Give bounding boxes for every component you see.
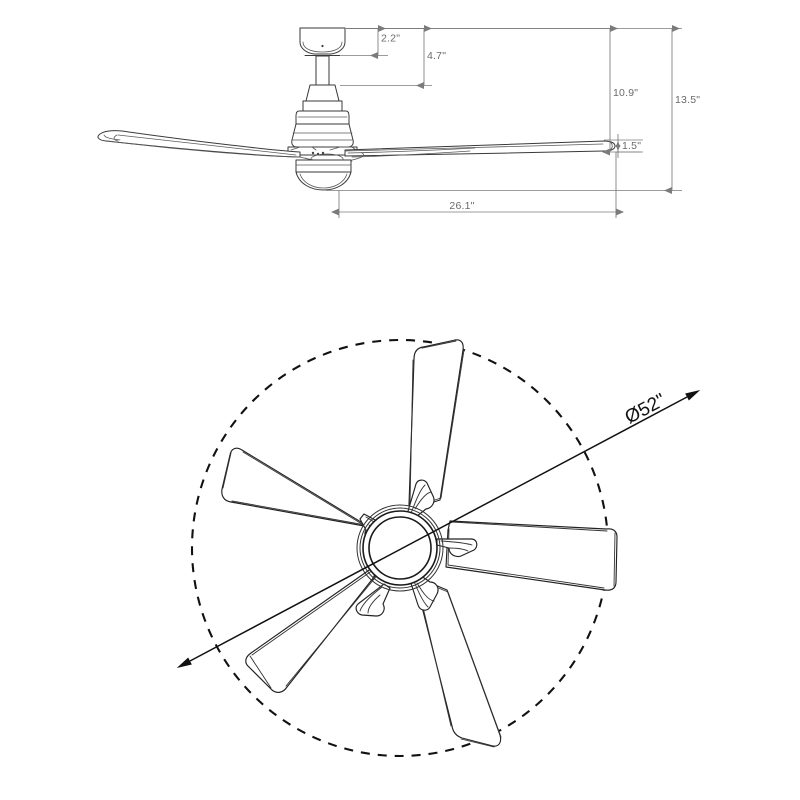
blade-brackets-side — [290, 146, 357, 151]
dim-label-13-5: 13.5" — [675, 94, 700, 106]
dim-blade-span: 26.1" — [331, 152, 624, 218]
downrod — [315, 55, 330, 86]
plan-blade-5 — [221, 447, 394, 542]
plan-blade-1 — [405, 339, 465, 521]
motor-housing — [287, 84, 358, 156]
dim-label-26-1: 26.1" — [449, 200, 474, 212]
plan-view-group: Ø52" — [176, 338, 701, 758]
dim-blade-thickness: 1.5" — [604, 134, 643, 158]
dim-overall-height: 13.5" — [326, 25, 700, 194]
blade-left-far — [113, 134, 297, 156]
dim-blade-height: 10.9" — [346, 25, 641, 156]
dim-label-diameter: Ø52" — [622, 390, 670, 429]
blade-right — [344, 140, 616, 157]
dim-label-2-2: 2.2" — [381, 33, 400, 45]
light-kit — [295, 159, 352, 191]
dim-label-10-9: 10.9" — [613, 87, 638, 99]
dim-label-1-5: 1.5" — [622, 140, 641, 152]
dim-canopy-height: 2.2" — [341, 25, 400, 59]
blade-right-inner — [347, 147, 476, 158]
canopy-screw — [321, 44, 324, 48]
side-elevation-group: 2.2" 4.7" 10.9" 13.5" — [97, 25, 700, 218]
plan-blade-3 — [407, 570, 502, 748]
plan-blade-2 — [436, 520, 618, 591]
plan-blade-4 — [245, 560, 391, 693]
dim-label-4-7: 4.7" — [427, 50, 446, 62]
motor-hub-plan — [356, 504, 444, 592]
canopy — [299, 27, 346, 56]
